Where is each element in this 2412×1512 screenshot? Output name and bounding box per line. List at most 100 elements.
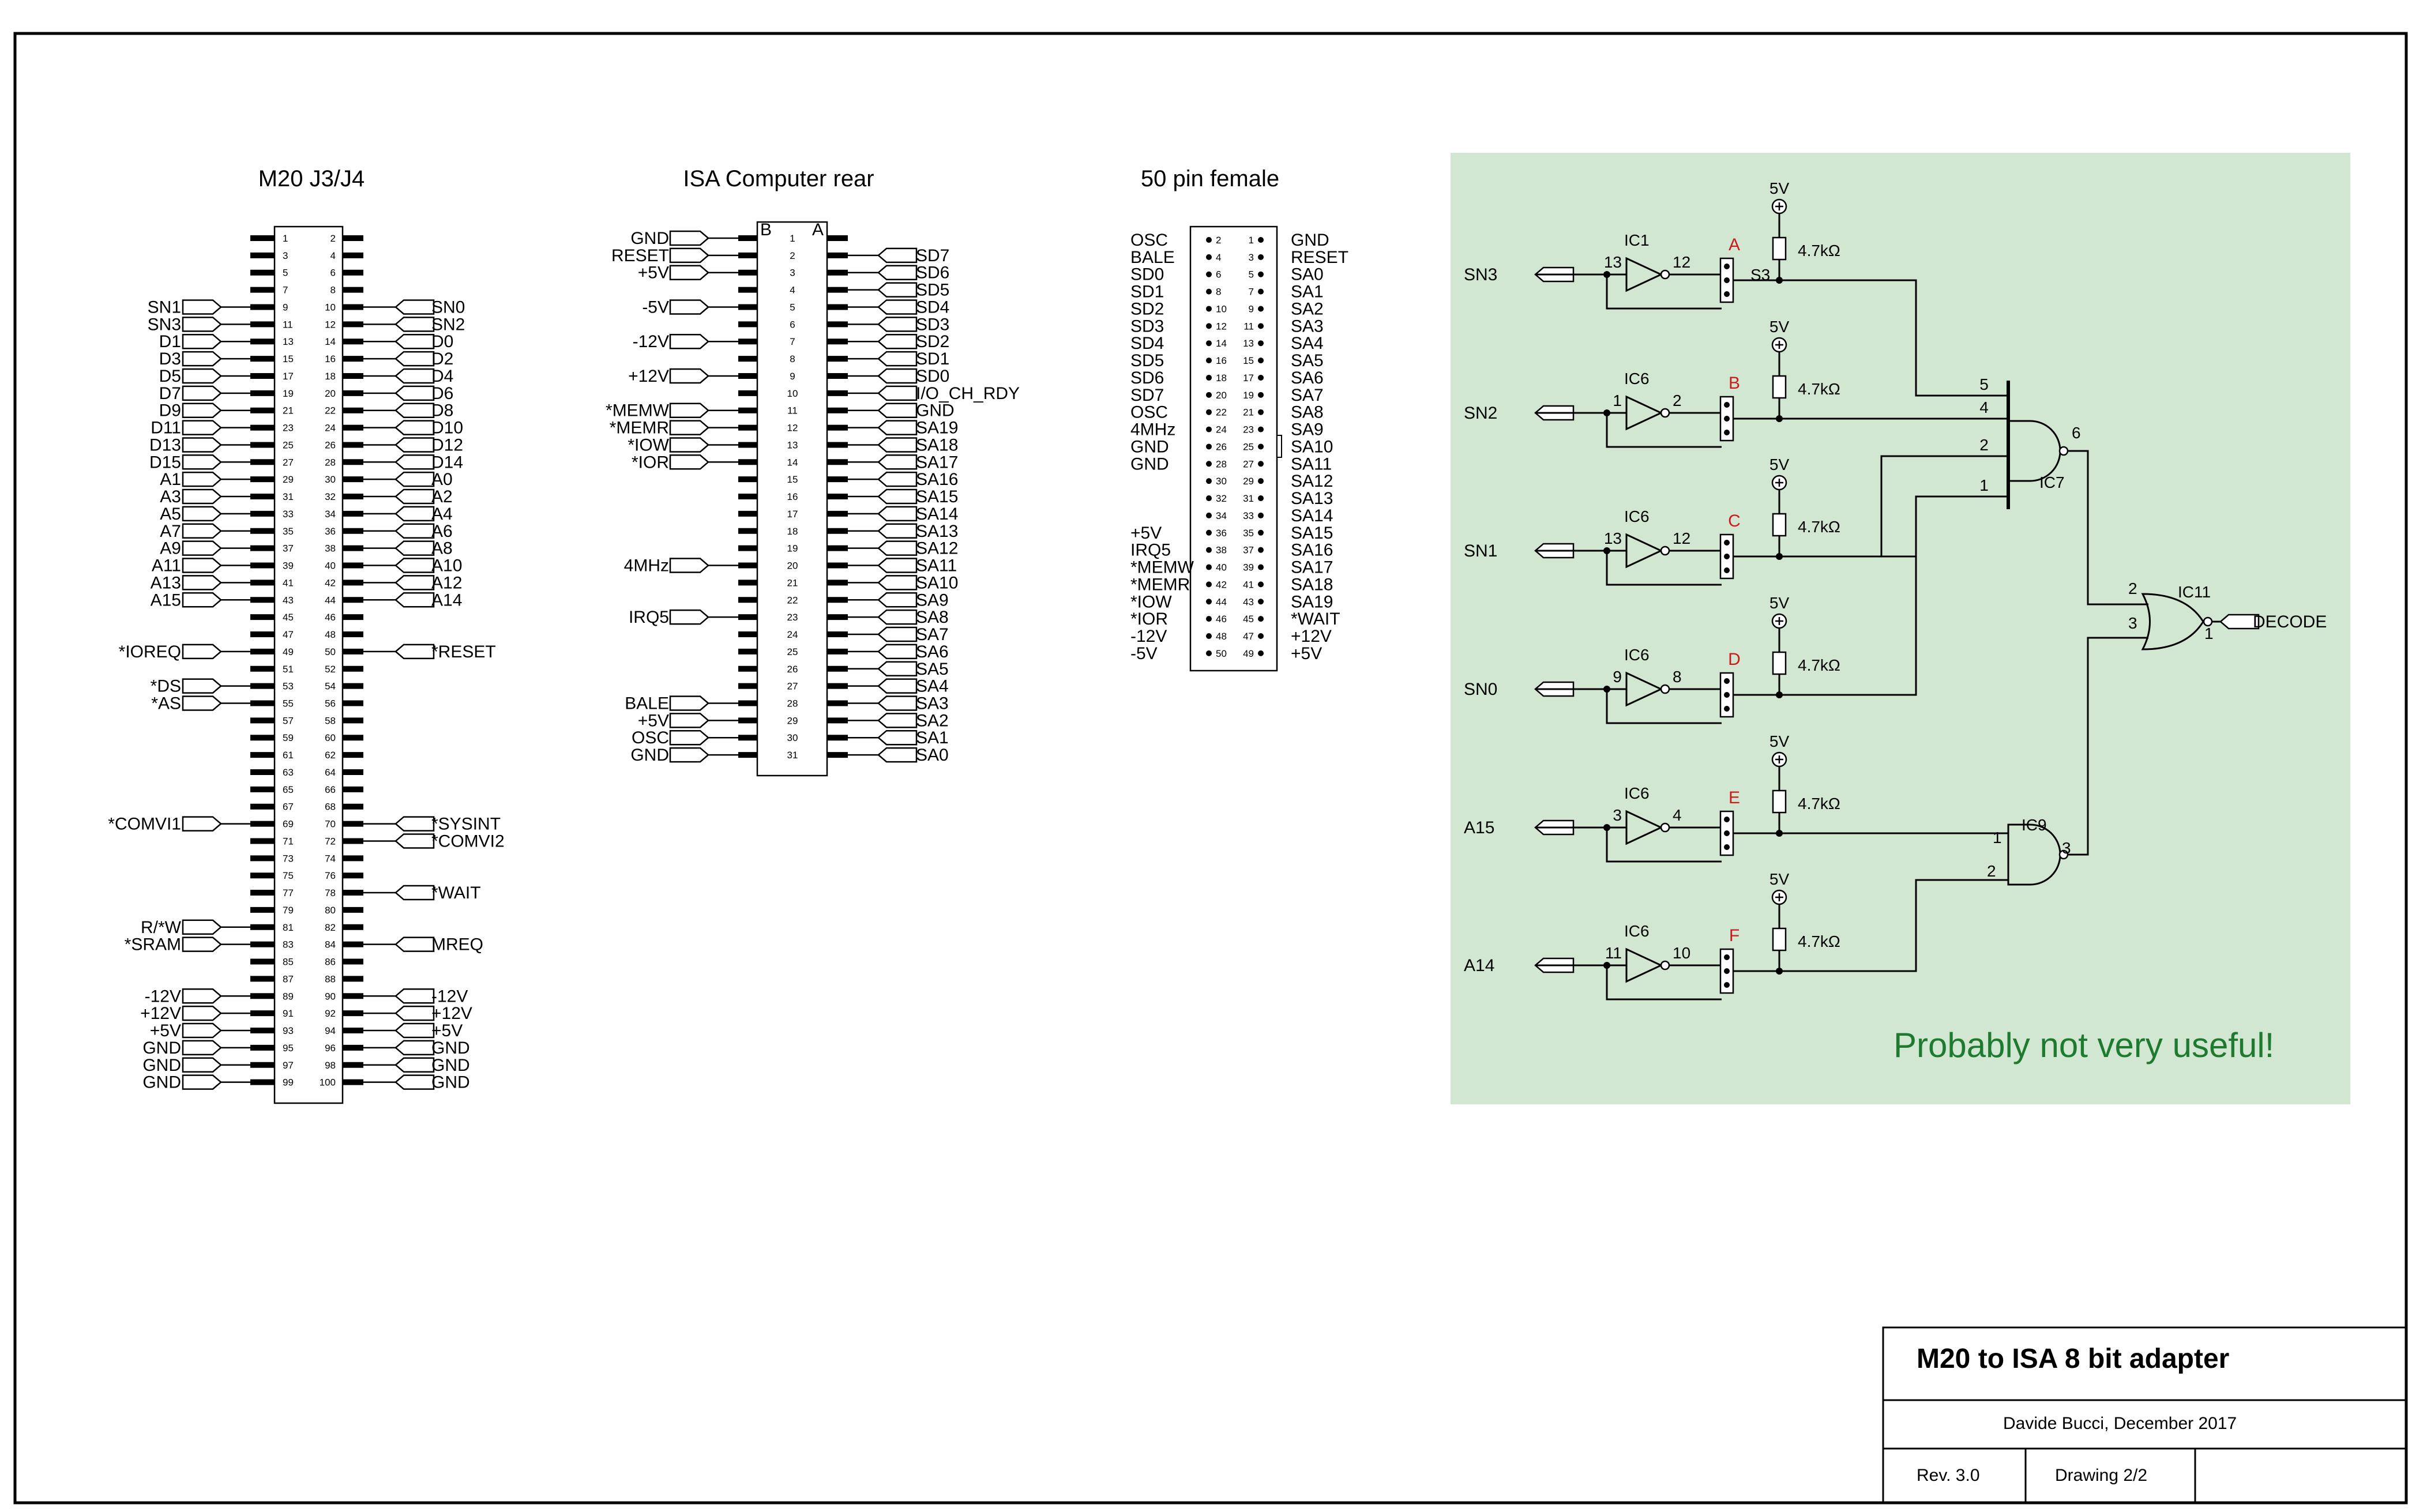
pin-label: 1 [1613,392,1622,409]
pin-number: 25 [283,439,294,450]
pin-number: 55 [283,698,294,709]
jumper-pin [1724,567,1730,573]
decode-output-flag [2219,614,2260,630]
signal-flag [182,1005,222,1021]
signal-label: 4MHz [624,556,669,576]
pin-number: 37 [283,543,294,554]
pin-number: 17 [1243,373,1254,383]
pin-number: 18 [325,371,336,382]
signal-flag [182,299,222,315]
signal-label: SA14 [916,505,958,524]
signal-label: SA2 [1291,299,1324,318]
resistor-value: 4.7kΩ [1798,932,1840,950]
idc-contact [1258,495,1264,502]
signal-label: SA5 [1291,351,1324,370]
signal-label: -5V [642,298,669,317]
signal-label: D15 [149,453,181,472]
jumper-pin [1724,968,1730,974]
pin-number: 47 [283,629,294,640]
pin-number: 30 [1216,476,1227,487]
idc-contact [1258,633,1264,640]
signal-flag [395,816,435,832]
signal-label: SA17 [1291,558,1333,577]
idc-title: 50 pin female [1141,166,1279,191]
signal-label: *IOR [632,453,669,472]
idc-contact [1258,461,1264,467]
pin-number: 21 [283,405,294,416]
pin-number: 9 [1249,303,1254,314]
resistor [1772,513,1787,537]
idc-contact [1258,443,1264,450]
pin-number: 78 [325,887,336,898]
signal-label: SD7 [916,246,949,265]
signal-label: -5V [1130,644,1158,663]
idc-contact [1258,306,1264,312]
signal-flag [877,661,918,676]
signal-label: D7 [159,384,181,403]
idc-contact [1206,409,1212,415]
signal-label: SD5 [1130,351,1164,370]
pin-number: 100 [320,1077,336,1088]
signal-label: *DS [151,677,181,696]
pin-number: 8 [790,353,795,364]
decoder-input-label: SN3 [1464,265,1497,284]
idc-contact [1258,392,1264,398]
signal-flag [877,420,918,435]
pin-number: 11 [787,405,798,416]
pin-number: 13 [1243,338,1254,349]
signal-label: SA18 [1291,575,1333,594]
pin-number: 10 [1216,303,1227,314]
inverter-bubble [1660,960,1670,971]
wire [2068,450,2148,605]
pin-number: 5 [790,302,795,313]
pin-number: 50 [1216,648,1227,659]
wire [1606,828,1722,863]
pin-number: 76 [325,870,336,881]
pin-number: 30 [325,474,336,485]
jumper-label: B [1729,374,1740,393]
signal-flag [877,540,918,556]
pin-label: 2 [1987,862,1996,880]
signal-label: BALE [625,694,669,713]
idc-key [1276,435,1282,458]
signal-label: SA13 [1291,489,1333,508]
pin-number: 31 [787,750,798,761]
pin-number: 16 [325,353,336,364]
signal-label: SN1 [148,298,181,317]
wire [2068,637,2148,856]
signal-label: SA1 [1291,283,1324,302]
pin-number: 32 [325,491,336,502]
pin-number: 25 [787,646,798,657]
idc-contact [1206,443,1212,450]
signal-flag [182,317,222,332]
inverter-symbol [1625,533,1663,569]
idc-contact [1258,323,1264,329]
signal-label: GND [142,1073,181,1092]
pin-number: 82 [325,922,336,933]
signal-flag [877,747,918,763]
pin-number: 4 [790,285,795,296]
signal-flag [877,558,918,573]
pin-number: 26 [787,664,798,675]
signal-flag [877,282,918,298]
signal-label: SD6 [916,264,949,283]
signal-label: SA16 [916,470,958,489]
signal-flag [395,1022,435,1039]
signal-label: +12V [431,1004,472,1023]
pin-number: 13 [283,336,294,347]
signal-flag [182,575,222,590]
signal-label: SA9 [1291,420,1324,439]
pin-number: 59 [283,732,294,743]
isa-side-b-label: B [760,220,772,239]
pin-number: 5 [1249,269,1254,280]
signal-label: A12 [431,573,462,592]
pin-number: 41 [1243,579,1254,590]
idc-contact [1258,581,1264,588]
signal-label: +5V [1130,524,1162,543]
pin-number: 12 [1216,321,1227,332]
pin-number: 27 [283,457,294,468]
pin-label: 5 [1979,375,1989,393]
pin-number: 19 [787,543,798,554]
